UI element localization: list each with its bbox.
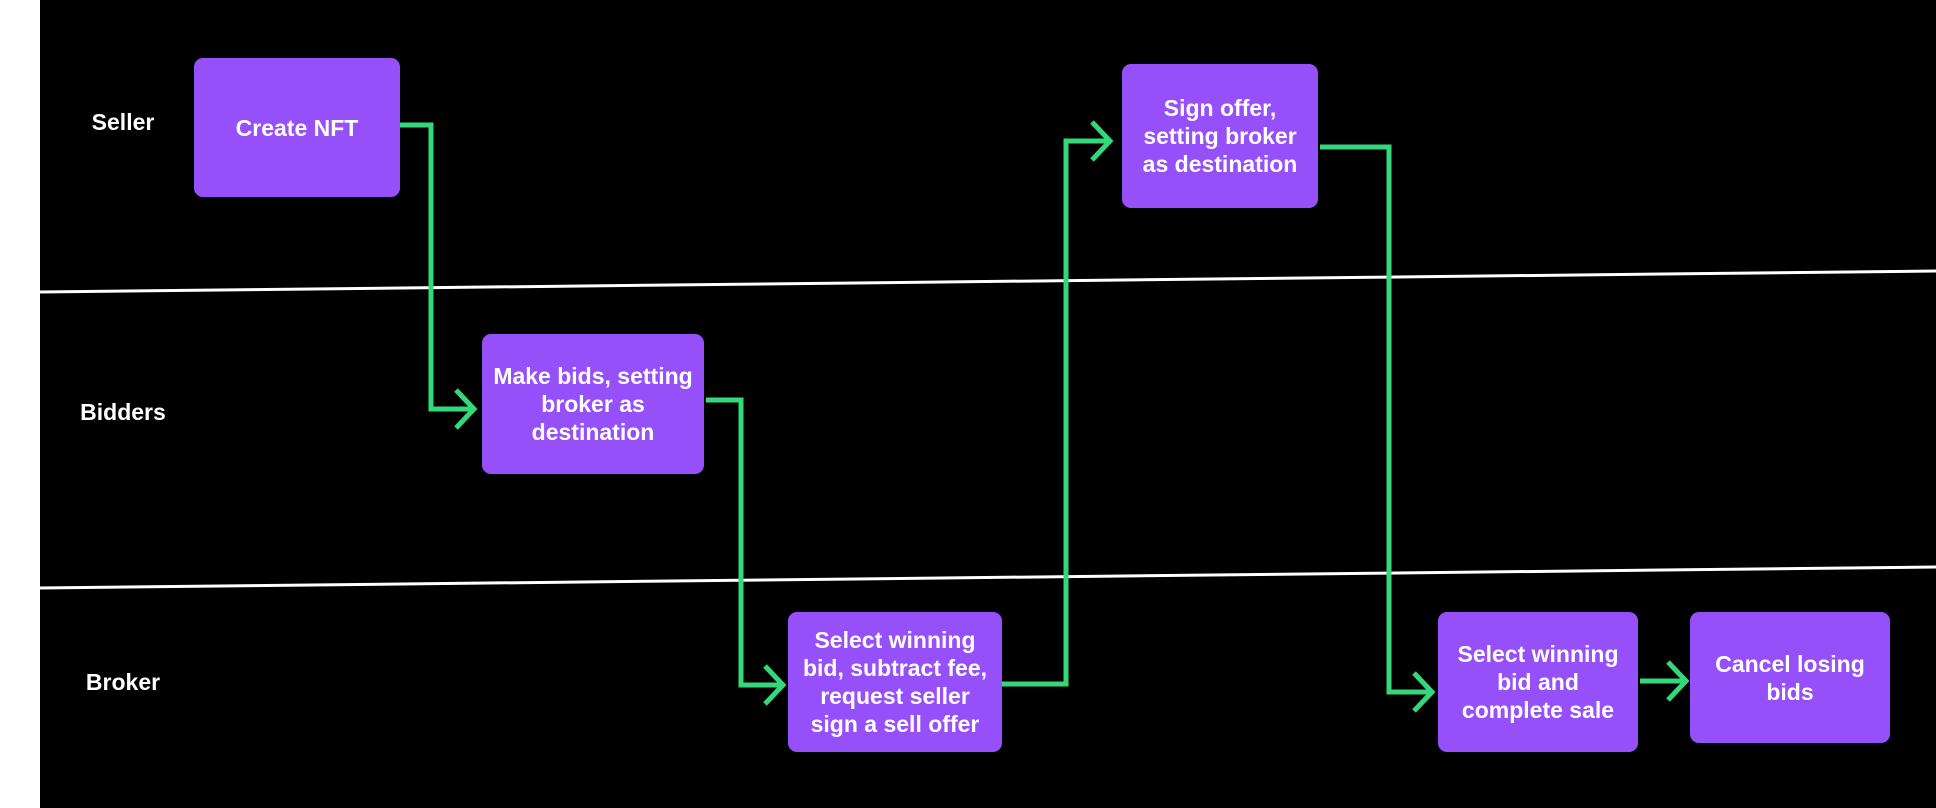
node-cancel-losing-bids: Cancel losing bids [1690,612,1890,743]
node-select-winning-bid-complete-sale: Select winning bid and complete sale [1438,612,1638,752]
arrow-sign-offer-to-select-winning-complete [1320,144,1432,695]
arrowhead-select-winning-complete [1412,671,1436,713]
arrowhead-sign-offer [1090,120,1114,162]
arrowhead-select-winning-bid [763,664,787,706]
node-select-winning-bid-subtract-fee: Select winning bid, subtract fee, reques… [788,612,1002,752]
lane-divider-seller-bidders [39,269,1936,294]
lane-label-broker: Broker [85,669,161,695]
arrow-select-winning-bid-to-sign-offer [1001,138,1110,687]
arrow-create-nft-to-make-bids [397,122,474,412]
node-create-nft: Create NFT [194,58,400,197]
lane-label-bidders: Bidders [80,399,166,425]
arrowhead-cancel-losing [1666,660,1690,702]
arrow-make-bids-to-select-winning-bid [706,397,783,688]
arrowhead-make-bids [454,388,478,430]
node-make-bids: Make bids, setting broker as destination [482,334,704,474]
lane-divider-bidders-broker [39,565,1936,590]
lane-label-seller: Seller [91,109,155,135]
node-sign-offer: Sign offer, setting broker as destinatio… [1122,64,1318,208]
